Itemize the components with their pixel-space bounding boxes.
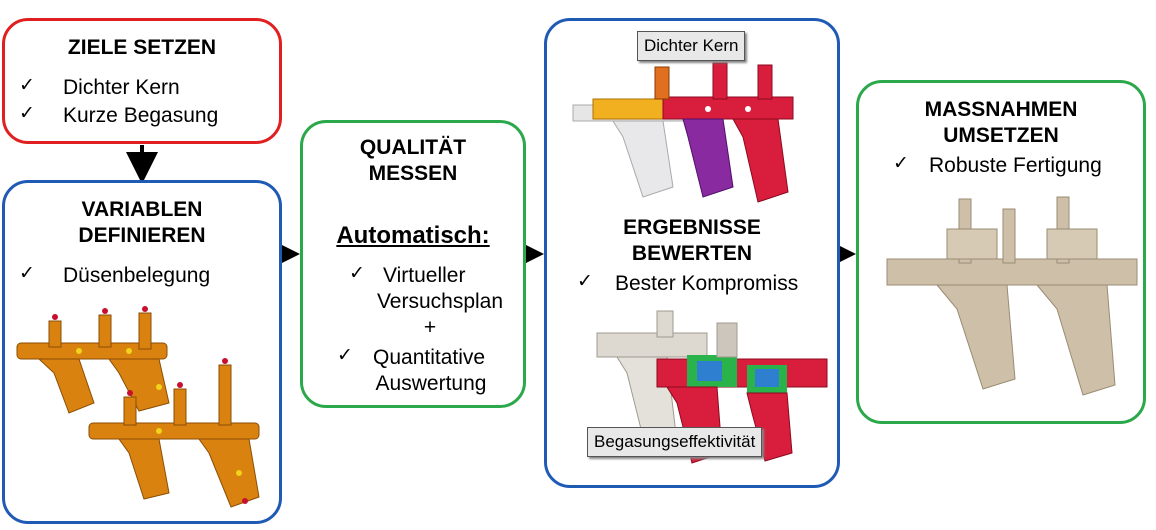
- ziele-setzen-box: ZIELE SETZEN ✓ Dichter Kern ✓ Kurze Bega…: [2, 18, 282, 144]
- variablen-title-line1: VARIABLEN: [81, 198, 203, 221]
- qualitaet-title-line2: MESSEN: [368, 162, 458, 185]
- ergebnisse-title-line1: ERGEBNISSE: [623, 216, 761, 239]
- ergebnisse-bewerten-box: Dichter Kern ERGEBNISSE BEWERTEN ✓ Beste…: [544, 18, 840, 488]
- ziele-item-dichter-kern: Dichter Kern: [63, 76, 180, 99]
- core-nozzle-layout-image: [16, 306, 260, 508]
- qualitaet-item2-line1: Quantitative: [373, 346, 486, 369]
- check-icon: ✓: [893, 153, 909, 174]
- qualitaet-title-line1: QUALITÄT: [359, 136, 467, 159]
- variablen-definieren-box: VARIABLEN DEFINIEREN ✓ Düsenbelegung: [2, 180, 282, 524]
- qualitaet-item1-line2: Versuchsplan: [376, 290, 504, 313]
- core-upper: [16, 306, 170, 414]
- massnahmen-title-line1: MASSNAHMEN: [924, 98, 1078, 121]
- sand-core-image: [886, 196, 1138, 396]
- ergebnisse-item-bester-kompromiss: Bester Kompromiss: [615, 272, 799, 295]
- core-lower: [88, 358, 260, 508]
- qualitaet-item1-line1: Virtueller: [383, 264, 466, 287]
- label-dichter-kern: Dichter Kern: [637, 31, 746, 61]
- qualitaet-item2-line2: Auswertung: [375, 372, 487, 395]
- variablen-item-duesenbelegung: Düsenbelegung: [63, 264, 211, 287]
- check-icon: ✓: [349, 263, 365, 284]
- check-icon: ✓: [19, 75, 35, 96]
- label-begasungseffektivitaet: Begasungseffektivität: [587, 427, 763, 457]
- qualitaet-subtitle-automatisch: Automatisch:: [336, 222, 490, 249]
- qualitaet-plus: +: [423, 316, 437, 339]
- massnahmen-item-robuste-fertigung: Robuste Fertigung: [929, 154, 1102, 177]
- ziele-title: ZIELE SETZEN: [67, 36, 217, 59]
- massnahmen-title-line2: UMSETZEN: [943, 124, 1059, 147]
- qualitaet-messen-box: QUALITÄT MESSEN Automatisch: ✓ Virtuelle…: [300, 120, 526, 408]
- variablen-title-line2: DEFINIEREN: [78, 224, 206, 247]
- dichter-kern-simulation-image: [572, 62, 794, 203]
- ergebnisse-title-line2: BEWERTEN: [631, 242, 753, 265]
- check-icon: ✓: [337, 345, 353, 366]
- ziele-item-kurze-begasung: Kurze Begasung: [63, 104, 219, 127]
- check-icon: ✓: [19, 103, 35, 124]
- massnahmen-umsetzen-box: MASSNAHMEN UMSETZEN ✓ Robuste Fertigung: [856, 80, 1146, 424]
- check-icon: ✓: [577, 271, 593, 292]
- check-icon: ✓: [19, 263, 35, 284]
